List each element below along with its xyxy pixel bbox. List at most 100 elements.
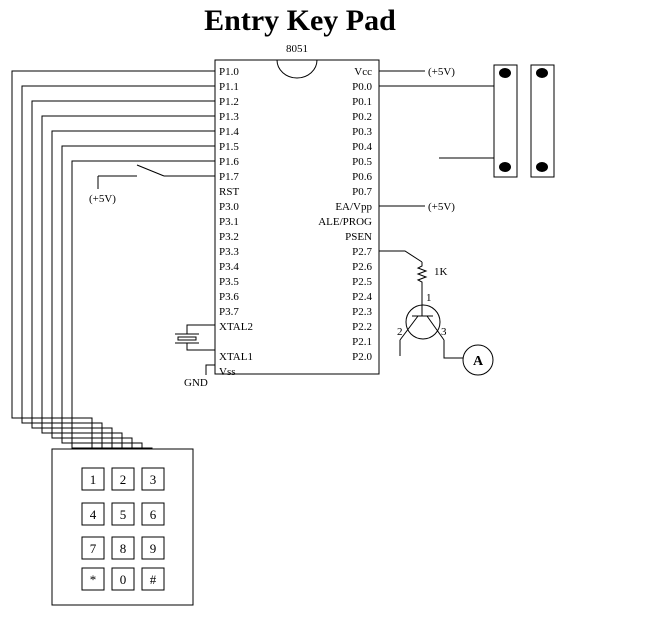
- pin-label-p0-0: P0.0: [352, 81, 372, 93]
- pin-label-xtal2: XTAL2: [219, 321, 253, 333]
- chip-right-pin-labels: VccP0.0P0.1P0.2P0.3P0.4P0.5P0.6P0.7EA/Vp…: [318, 66, 372, 363]
- keypad-key-star[interactable]: [81, 567, 105, 591]
- pin-label-xtal1: XTAL1: [219, 351, 253, 363]
- pin-label-ea-vpp: EA/Vpp: [335, 201, 372, 213]
- crystal-oscillator: [175, 324, 215, 351]
- keypad-key-9[interactable]: [141, 536, 165, 560]
- wire-p1-3: [41, 115, 215, 449]
- keypad-key-6[interactable]: [141, 502, 165, 526]
- pin-label-p1-6: P1.6: [219, 156, 239, 168]
- ea-supply-label: (+5V): [428, 201, 455, 213]
- gnd-label: GND: [184, 377, 208, 389]
- keypad-key-1[interactable]: [81, 467, 105, 491]
- keypad-key-7[interactable]: [81, 536, 105, 560]
- diagram-title: Entry Key Pad: [204, 4, 396, 37]
- pin-label-p1-1: P1.1: [219, 81, 239, 93]
- transistor-pin2: 2: [397, 326, 403, 338]
- p1-7-switch: (+5V): [89, 164, 215, 205]
- transistor: [405, 304, 441, 340]
- pin-label-p2-2: P2.2: [352, 321, 372, 333]
- pin-label-p3-5: P3.5: [219, 276, 239, 288]
- microcontroller-8051: 8051 P1.0P1.1P1.2P1.3P1.4P1.5P1.6P1.7RST…: [214, 43, 380, 378]
- pin-label-p0-2: P0.2: [352, 111, 372, 123]
- pin-label-p1-2: P1.2: [219, 96, 239, 108]
- resistor-1k: [416, 262, 428, 297]
- keypad-key-0[interactable]: [111, 567, 135, 591]
- wire-p1-4: [51, 130, 215, 449]
- keypad-key-label: 3: [150, 472, 157, 487]
- pin-label-p2-7: P2.7: [352, 246, 372, 258]
- pin-label-p1-4: P1.4: [219, 126, 239, 138]
- keypad-key-hash[interactable]: [141, 567, 165, 591]
- contact-bar-1: [493, 64, 518, 178]
- keypad-key-3[interactable]: [141, 467, 165, 491]
- pin-label-p3-3: P3.3: [219, 246, 239, 258]
- resistor-label: 1K: [434, 266, 448, 278]
- contact-bar-2: [530, 64, 555, 178]
- pin-label-psen: PSEN: [345, 231, 372, 243]
- pin-label-p0-4: P0.4: [352, 141, 372, 153]
- wire-p1-5: [61, 145, 215, 449]
- pin-label-p2-4: P2.4: [352, 291, 372, 303]
- pin-label-p0-5: P0.5: [352, 156, 372, 168]
- pin-label-p0-1: P0.1: [352, 96, 372, 108]
- transistor-pin1: 1: [426, 292, 432, 304]
- keypad-key-label: 8: [120, 541, 127, 556]
- pin-label-p0-3: P0.3: [352, 126, 372, 138]
- pin-label-p2-3: P2.3: [352, 306, 372, 318]
- rst-supply-label: (+5V): [89, 193, 116, 205]
- pin-label-ale-prog: ALE/PROG: [318, 216, 372, 228]
- transistor-pin3: 3: [441, 326, 447, 338]
- pin-label-p2-0: P2.0: [352, 351, 372, 363]
- port1-keypad-wires: [11, 70, 215, 449]
- keypad-key-2[interactable]: [111, 467, 135, 491]
- pin-label-p1-3: P1.3: [219, 111, 239, 123]
- p2-7-driver-circuit: 1K 1 2 3 A: [379, 250, 494, 376]
- pin-label-p3-0: P3.0: [219, 201, 239, 213]
- pin-label-p1-5: P1.5: [219, 141, 239, 153]
- pin-label-p2-6: P2.6: [352, 261, 372, 273]
- keypad-key-label: 6: [150, 507, 157, 522]
- pin-label-p0-7: P0.7: [352, 186, 372, 198]
- ammeter: [462, 344, 494, 376]
- wire-p1-6: [71, 160, 215, 449]
- wire-p1-2: [31, 100, 215, 449]
- chip-notch: [276, 59, 318, 79]
- pin-label-p1-7: P1.7: [219, 171, 239, 183]
- keypad-key-4[interactable]: [81, 502, 105, 526]
- keypad-key-label: #: [150, 572, 157, 587]
- keypad-key-5[interactable]: [111, 502, 135, 526]
- wire-p1-1: [21, 85, 215, 449]
- keypad-key-label: 4: [90, 507, 97, 522]
- keypad-key-label: 0: [120, 572, 127, 587]
- keypad-key-label: 2: [120, 472, 127, 487]
- pin-label-vss: Vss: [219, 366, 236, 378]
- pin-label-p3-6: P3.6: [219, 291, 239, 303]
- keypad-keys: 1 2 3 4 5 6 7 8 9 * 0 #: [81, 467, 165, 591]
- ammeter-label: A: [473, 354, 484, 369]
- keypad-key-label: 5: [120, 507, 127, 522]
- keypad-key-label: 7: [90, 541, 97, 556]
- pin-label-vcc: Vcc: [354, 66, 372, 78]
- pin-label-p2-1: P2.1: [352, 336, 372, 348]
- pin-label-p3-2: P3.2: [219, 231, 239, 243]
- pin-label-p3-7: P3.7: [219, 306, 239, 318]
- pin-label-p2-5: P2.5: [352, 276, 372, 288]
- pin-label-p0-6: P0.6: [352, 171, 372, 183]
- pin-label-p3-1: P3.1: [219, 216, 239, 228]
- vcc-supply-label: (+5V): [428, 66, 455, 78]
- keypad: 1 2 3 4 5 6 7 8 9 * 0 #: [51, 448, 194, 606]
- door-contacts: [379, 64, 555, 178]
- keypad-key-8[interactable]: [111, 536, 135, 560]
- chip-name: 8051: [286, 43, 308, 55]
- keypad-key-label: *: [90, 572, 97, 587]
- chip-body: [214, 59, 380, 375]
- pin-label-p1-0: P1.0: [219, 66, 239, 78]
- vss-ground-wire: [205, 364, 215, 375]
- pin-label-rst: RST: [219, 186, 239, 198]
- keypad-key-label: 1: [90, 472, 97, 487]
- keypad-key-label: 9: [150, 541, 157, 556]
- pin-label-p3-4: P3.4: [219, 261, 239, 273]
